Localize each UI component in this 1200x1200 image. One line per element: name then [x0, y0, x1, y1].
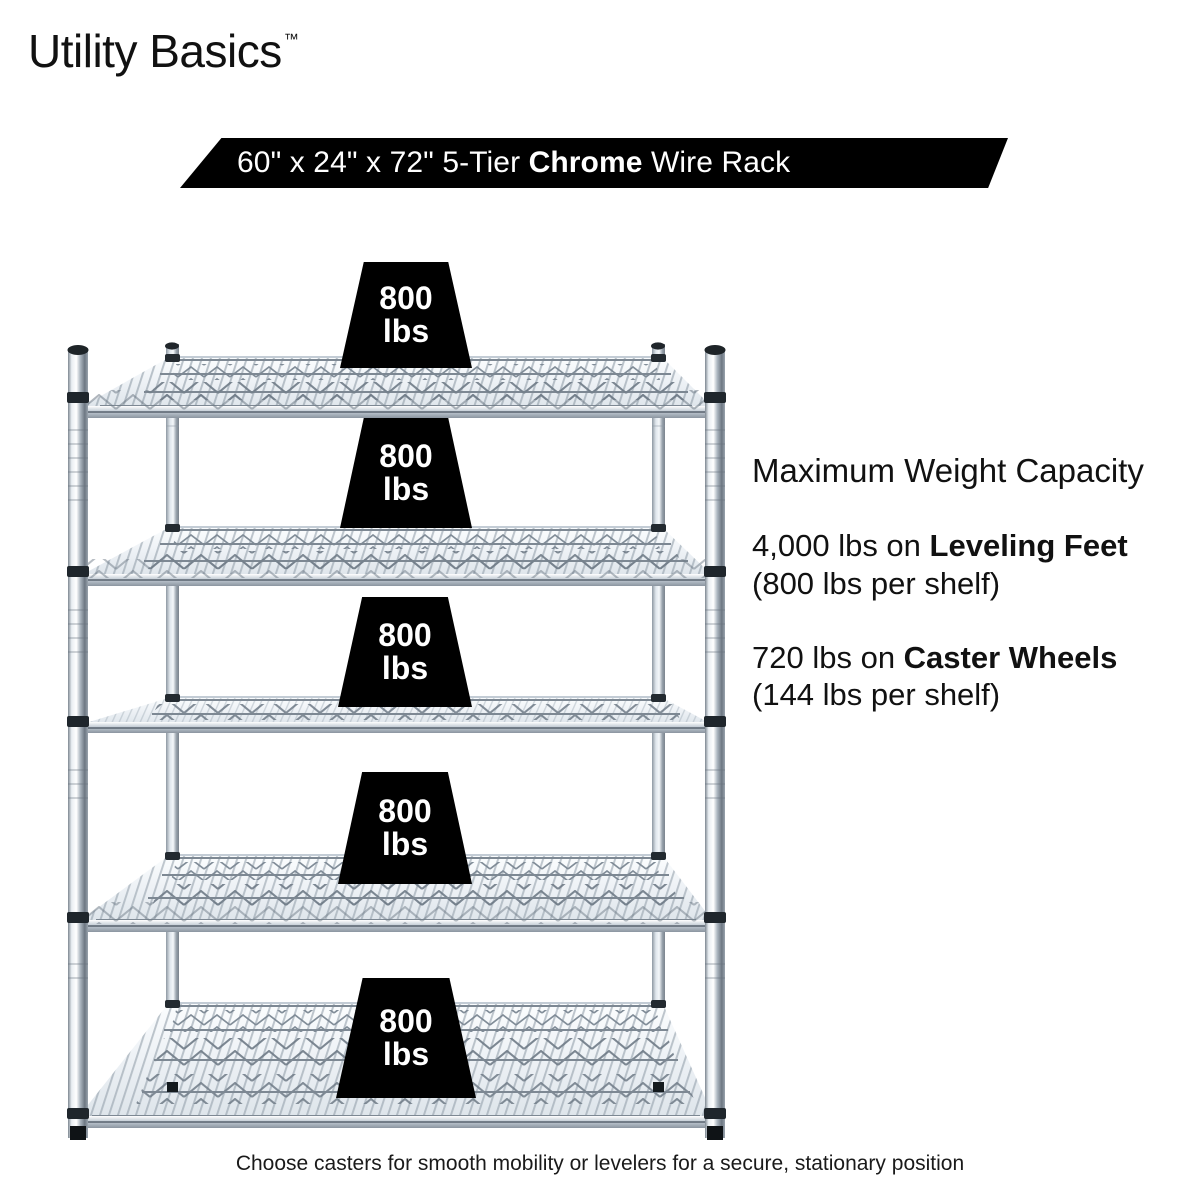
weight-badge-shelf-4: 800 lbs: [338, 772, 472, 884]
capacity-heading: Maximum Weight Capacity: [752, 452, 1144, 489]
weight-badge-unit: lbs: [382, 1036, 430, 1072]
leveling-feet: [70, 1082, 723, 1140]
shelf-4: [76, 854, 715, 932]
weight-badge-value: 800: [378, 617, 432, 654]
front-posts: [67, 342, 726, 1138]
caster-emphasis: Caster Wheels: [903, 639, 1118, 675]
shelf-collars: [67, 354, 726, 1119]
weight-badge-value: 800: [378, 793, 432, 830]
brand-logo: Utility Basics ™: [28, 28, 299, 74]
caster-post: (144 lbs per shelf): [752, 677, 1001, 713]
weight-badge-value: 800: [379, 280, 433, 317]
footer-caption: Choose casters for smooth mobility or le…: [235, 1152, 965, 1175]
trademark-icon: ™: [283, 31, 299, 48]
wire-rack-illustration: [48, 330, 748, 1140]
post-cap-left: [67, 345, 89, 355]
weight-badge-value: 800: [379, 1003, 433, 1040]
shelf-1: [76, 356, 715, 418]
banner-title: 60" x 24" x 72" 5-Tier Chrome Wire Rack: [237, 148, 790, 178]
banner-title-emphasis: Chrome: [528, 146, 643, 179]
leveling-emphasis: Leveling Feet: [929, 527, 1128, 563]
rack-svg: [67, 342, 726, 1140]
banner-title-post: Wire Rack: [642, 146, 791, 179]
leveling-post: (800 lbs per shelf): [752, 565, 1001, 601]
weight-badge-unit: lbs: [382, 313, 430, 349]
shelf-3: [76, 696, 715, 733]
weight-badge-value: 800: [379, 438, 433, 475]
weight-badge-unit: lbs: [381, 826, 429, 862]
weight-badge-shelf-1: 800 lbs: [340, 262, 472, 368]
banner-title-pre: 60" x 24" x 72" 5-Tier: [237, 146, 529, 179]
post-cap-right: [704, 345, 726, 355]
weight-badge-unit: lbs: [381, 650, 429, 686]
brand-name: Utility Basics: [28, 25, 282, 77]
caster-wheels-capacity: 720 lbs on Caster Wheels (144 lbs per sh…: [752, 639, 1172, 715]
title-banner: 60" x 24" x 72" 5-Tier Chrome Wire Rack: [180, 138, 1008, 188]
shelf-2: [76, 526, 715, 586]
weight-badge-unit: lbs: [382, 471, 430, 507]
weight-badge-shelf-3: 800 lbs: [338, 597, 472, 707]
caster-pre: 720 lbs on: [752, 639, 904, 675]
leveling-feet-capacity: 4,000 lbs on Leveling Feet (800 lbs per …: [752, 527, 1172, 603]
capacity-info-panel: Maximum Weight Capacity 4,000 lbs on Lev…: [752, 452, 1172, 750]
weight-badge-shelf-5: 800 lbs: [336, 978, 476, 1098]
weight-badge-shelf-2: 800 lbs: [340, 418, 472, 528]
leveling-pre: 4,000 lbs on: [752, 527, 930, 563]
